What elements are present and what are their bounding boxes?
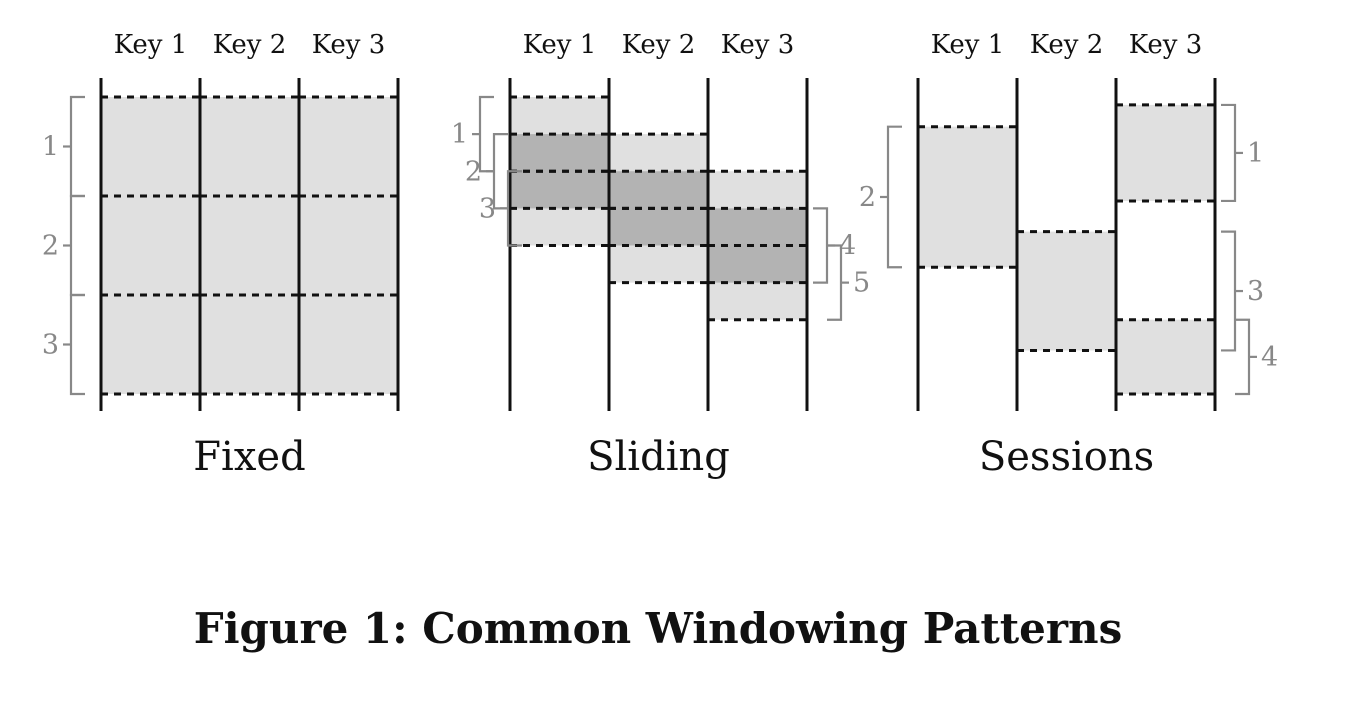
key-label: Key 1 [523,30,597,60]
window-bracket [1221,230,1237,352]
window-shade-light [101,97,200,394]
window-shade-light [200,97,299,394]
key-label: Key 2 [622,30,696,60]
window-number: 5 [853,268,870,299]
key-label: Key 3 [721,30,795,60]
panel-title: Sliding [587,434,730,480]
figure-caption: Figure 1: Common Windowing Patterns [193,604,1123,653]
window-bracket [69,95,85,198]
panel-sessions: Key 1 Key 2 Key 3 Sessions 2 1 3 4 [859,30,1278,480]
window-shade-light [1116,104,1215,201]
window-number: 4 [839,231,856,262]
window-bracket [492,133,508,210]
window-number: 1 [42,132,59,163]
window-number: 1 [1247,138,1264,169]
panel-fixed: Key 1 Key 2 Key 3 Fixed 1 2 3 [42,30,400,480]
window-number: 3 [42,330,59,361]
window-number: 3 [479,193,496,224]
key-label: Key 1 [114,30,188,60]
panel-title: Fixed [193,434,305,480]
key-label: Key 3 [1129,30,1203,60]
panel-sliding: Key 1 Key 2 Key 3 Sliding 1 2 3 4 5 [451,30,870,480]
window-number: 2 [859,182,876,213]
window-bracket [478,95,494,173]
window-bracket [69,194,85,297]
window-bracket [69,293,85,396]
window-shade-light [1116,319,1215,394]
key-label: Key 2 [213,30,287,60]
window-shade-light [299,97,398,394]
window-bracket [1221,103,1237,203]
window-bracket [1235,318,1251,396]
key-label: Key 2 [1030,30,1104,60]
window-number: 2 [465,156,482,187]
window-number: 4 [1261,342,1278,373]
window-bracket [886,125,902,269]
window-shade-light [918,126,1017,268]
key-label: Key 3 [312,30,386,60]
window-number: 2 [42,231,59,262]
window-shade-light [1017,231,1116,351]
panel-title: Sessions [979,434,1154,480]
window-number: 3 [1247,276,1264,307]
window-bracket [813,207,829,284]
window-number: 1 [451,119,468,150]
key-label: Key 1 [931,30,1005,60]
